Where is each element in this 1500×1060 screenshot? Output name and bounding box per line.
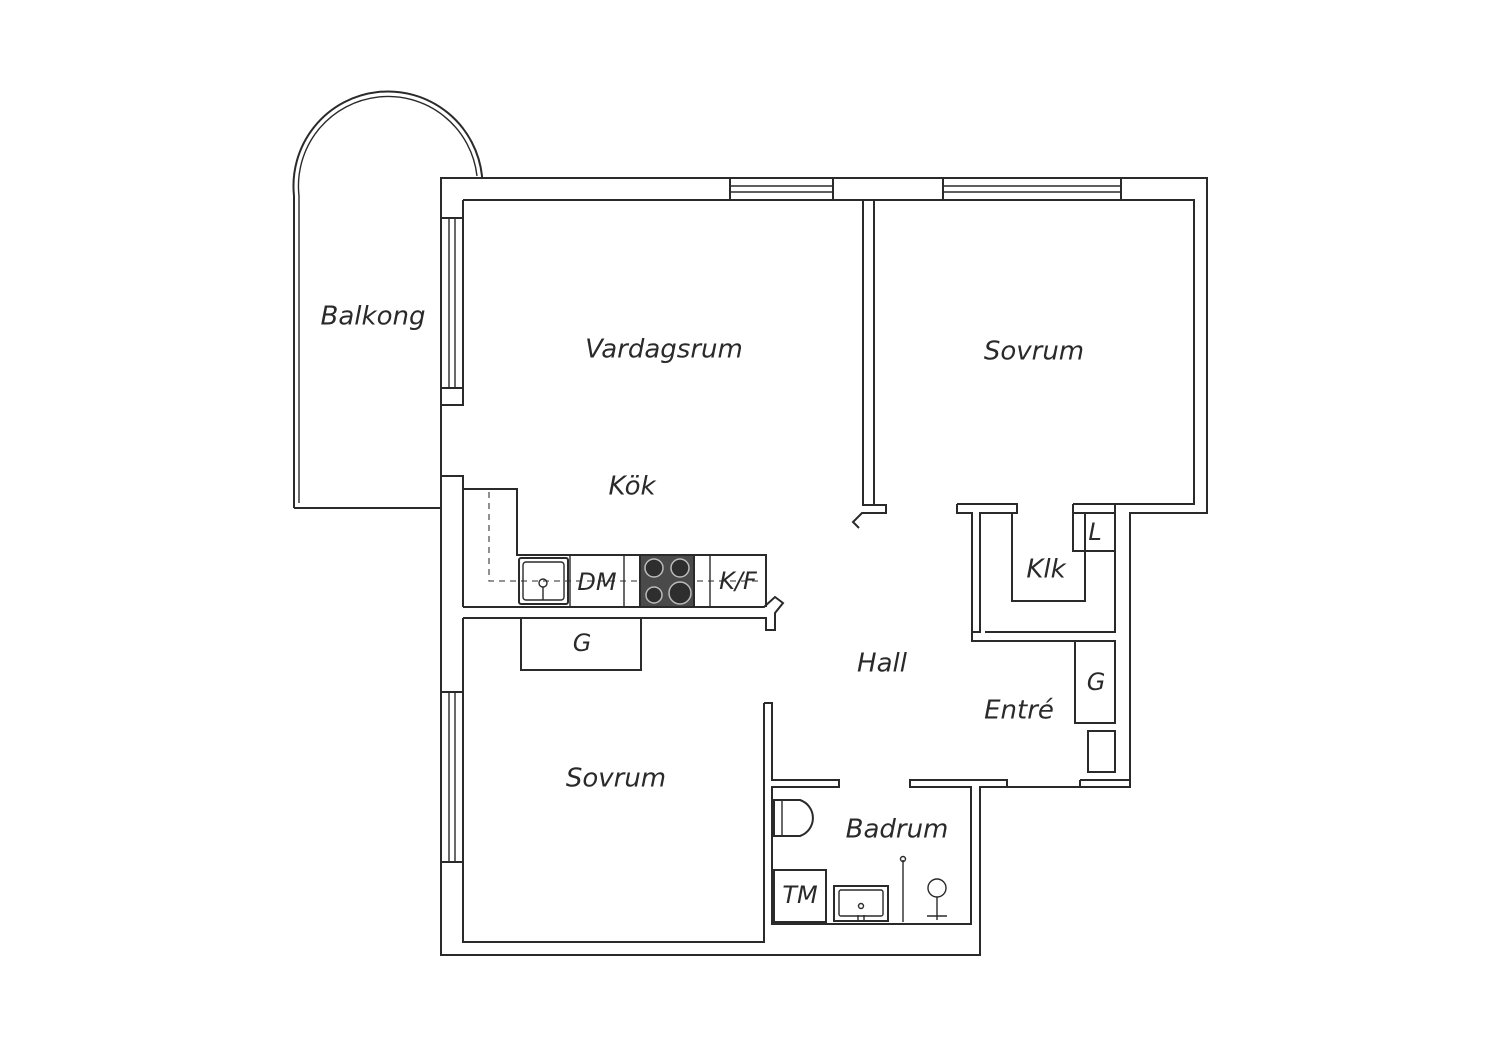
- room-label-hall: Hall: [857, 649, 908, 679]
- room-label-sovrum-bottom: Sovrum: [566, 764, 666, 794]
- shower-icon: [899, 855, 947, 922]
- room-label-kok: Kök: [608, 472, 656, 502]
- washer-box: [773, 869, 827, 923]
- washbasin-icon: [833, 885, 889, 922]
- toilet-icon: [773, 799, 814, 837]
- fixture-label-dm: DM: [577, 568, 616, 596]
- stove-icon: [639, 554, 695, 608]
- room-label-badrum: Badrum: [846, 815, 949, 845]
- fixture-label-l: L: [1088, 518, 1101, 546]
- fixture-label-g-entre: G: [1087, 668, 1106, 696]
- fixture-label-kf: K/F: [719, 567, 758, 595]
- outer-walls: [440, 177, 1208, 956]
- room-label-klk: Klk: [1026, 555, 1066, 585]
- fixture-label-g-kitchen: G: [573, 629, 592, 657]
- wardrobe-entre: [1074, 640, 1116, 724]
- balcony: [292, 90, 483, 509]
- interior-walls: [463, 200, 1130, 925]
- kitchen-counter: [463, 488, 767, 607]
- fixture-label-tm: TM: [782, 881, 818, 909]
- windows: [440, 177, 1122, 863]
- sink-icon: [518, 557, 569, 605]
- room-label-entre: Entré: [984, 696, 1054, 726]
- room-label-balkong: Balkong: [321, 302, 426, 332]
- wardrobe-kitchen: [520, 617, 642, 671]
- shoe-cabinet: [1087, 730, 1116, 773]
- room-label-sovrum-top: Sovrum: [984, 337, 1084, 367]
- room-label-vardagsrum: Vardagsrum: [585, 335, 743, 365]
